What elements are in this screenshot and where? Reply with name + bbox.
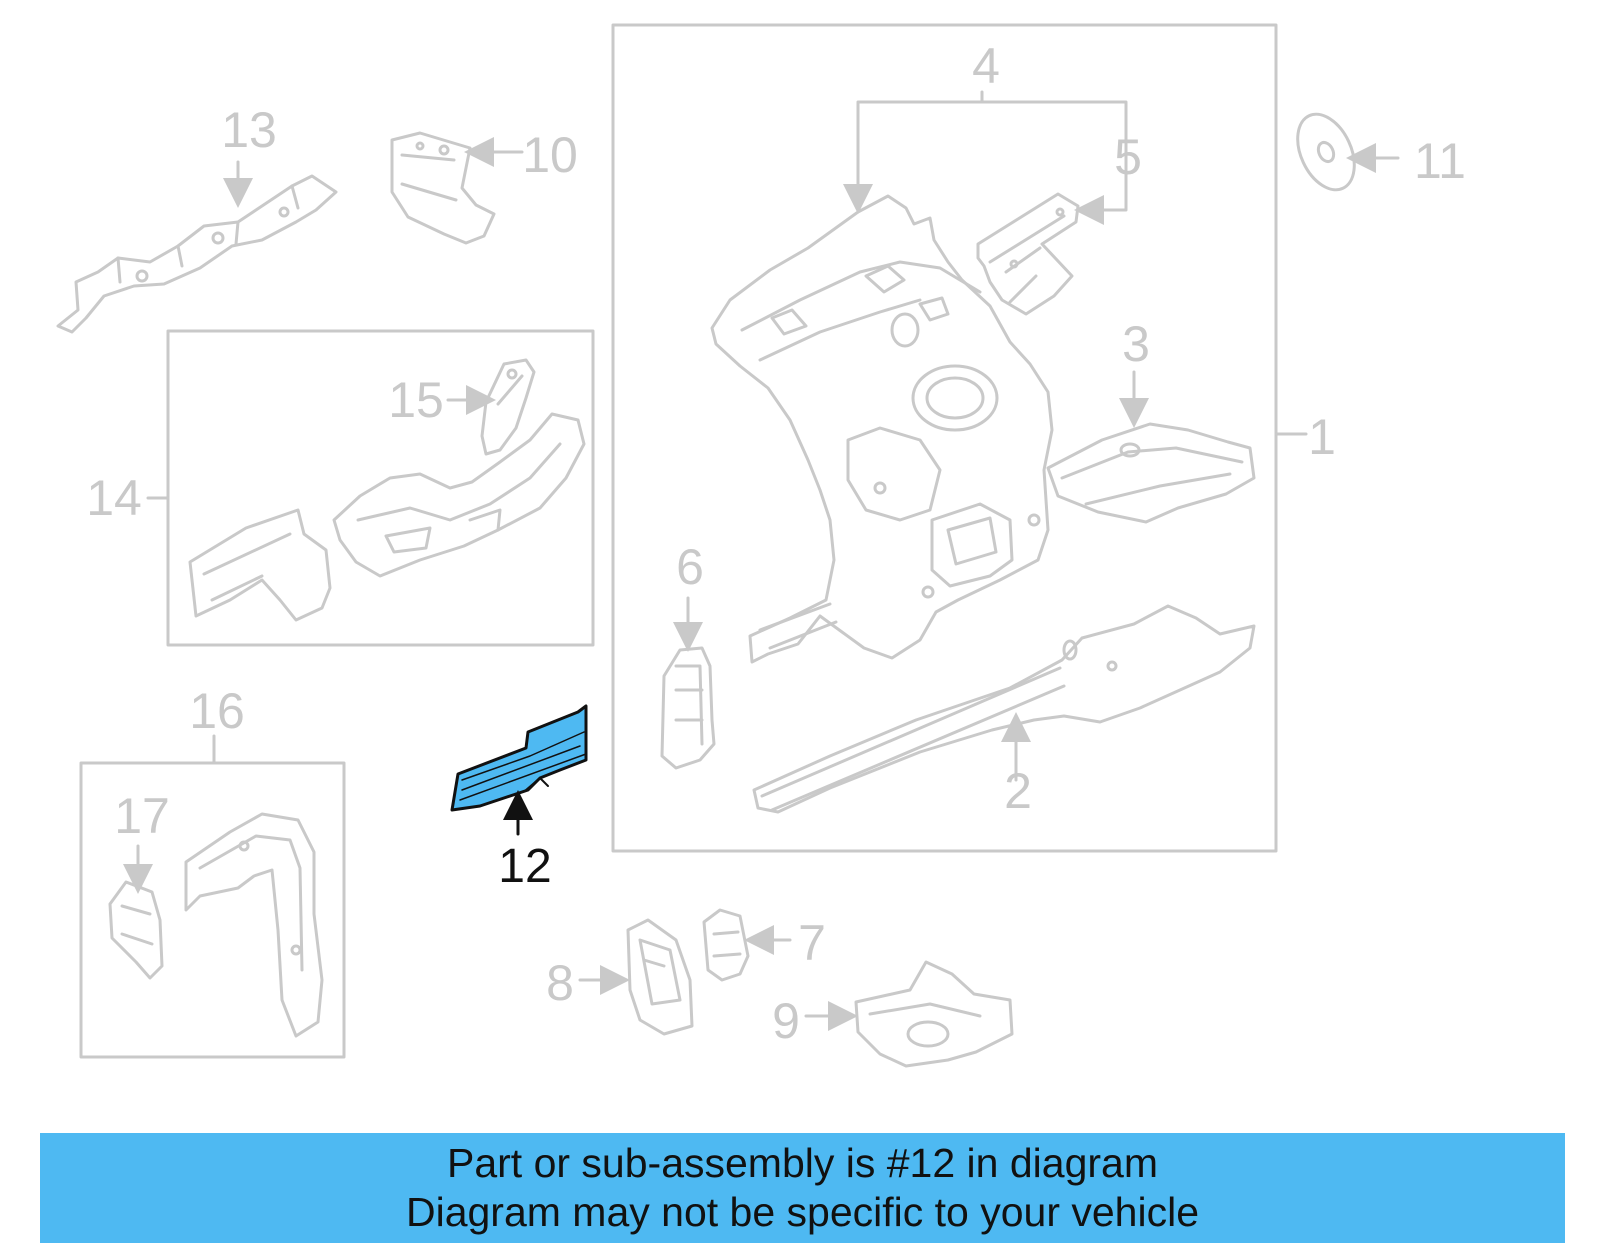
part-11-plug <box>1296 112 1356 192</box>
part-10-bracket <box>390 131 496 245</box>
part-13-crossmember <box>56 174 338 334</box>
part-17-bracket <box>108 880 164 980</box>
callout-8: 8 <box>546 955 574 1011</box>
callout-17: 17 <box>114 788 170 844</box>
leader-lines <box>123 90 1400 1031</box>
callout-5: 5 <box>1114 129 1142 185</box>
banner-line-1: Part or sub-assembly is #12 in diagram <box>447 1140 1158 1186</box>
callout-7: 7 <box>798 915 826 971</box>
banner-line-2: Diagram may not be specific to your vehi… <box>405 1189 1199 1235</box>
callout-14: 14 <box>86 470 142 526</box>
callout-12-highlighted: 12 <box>498 840 552 893</box>
callout-11: 11 <box>1414 133 1466 189</box>
part-14-wheelhouse-assembly <box>188 412 586 622</box>
callout-2: 2 <box>1004 763 1032 819</box>
callout-9: 9 <box>772 993 800 1049</box>
group-box-main <box>611 23 1278 853</box>
part-16-pillar-assembly <box>184 812 324 1038</box>
part-6-bracket <box>660 646 716 770</box>
callout-4: 4 <box>972 38 1000 94</box>
part-12-highlighted <box>450 704 588 812</box>
callout-15: 15 <box>388 372 444 428</box>
part-8-plate <box>626 918 694 1036</box>
callout-10: 10 <box>522 127 578 183</box>
callout-6: 6 <box>676 539 704 595</box>
callout-1: 1 <box>1308 409 1336 465</box>
group-box-14 <box>166 329 595 647</box>
part-5-bracket <box>976 192 1080 316</box>
callout-13: 13 <box>221 102 277 158</box>
callout-16: 16 <box>189 683 245 739</box>
part-3-rail-extension <box>1046 422 1256 524</box>
part-4-apron-assembly <box>710 194 1054 664</box>
part-15-bracket <box>480 358 536 456</box>
part-9-floor-bracket <box>854 960 1014 1068</box>
part-2-lower-rail <box>752 604 1256 814</box>
info-banner: Part or sub-assembly is #12 in diagram D… <box>40 1133 1565 1243</box>
part-7-grommet <box>702 908 750 982</box>
callout-3: 3 <box>1122 316 1150 372</box>
